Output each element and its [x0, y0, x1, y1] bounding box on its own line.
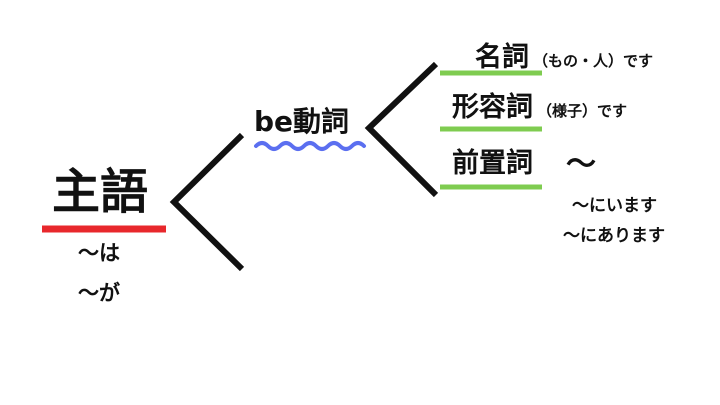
example-ni-imasu: 〜にいます [572, 196, 657, 216]
subject-label: 主語 [52, 164, 149, 220]
branch-noun-note: （もの・人）です [533, 52, 654, 70]
branch-noun: 名詞（もの・人）です [475, 44, 653, 71]
example-ni-arimasu: 〜にあります [563, 226, 665, 246]
branch-preposition-tilde: 〜 [566, 147, 596, 182]
branch-adjective: 形容詞（様子）です [452, 94, 627, 121]
branch-preposition: 前置詞 [452, 150, 533, 177]
branch-adjective-note: （様子）です [537, 102, 628, 120]
be-verb-label: be動詞 [254, 105, 350, 138]
particle-wa: 〜は [78, 241, 120, 265]
branch-adjective-label: 形容詞 [452, 92, 533, 123]
particle-ga: 〜が [78, 281, 120, 305]
verb-branch-lines [364, 61, 439, 198]
branch-preposition-label: 前置詞 [452, 148, 533, 179]
subject-branch-lines [169, 132, 245, 272]
verb-wavy-underline [254, 141, 366, 151]
branch-noun-label: 名詞 [475, 42, 529, 73]
